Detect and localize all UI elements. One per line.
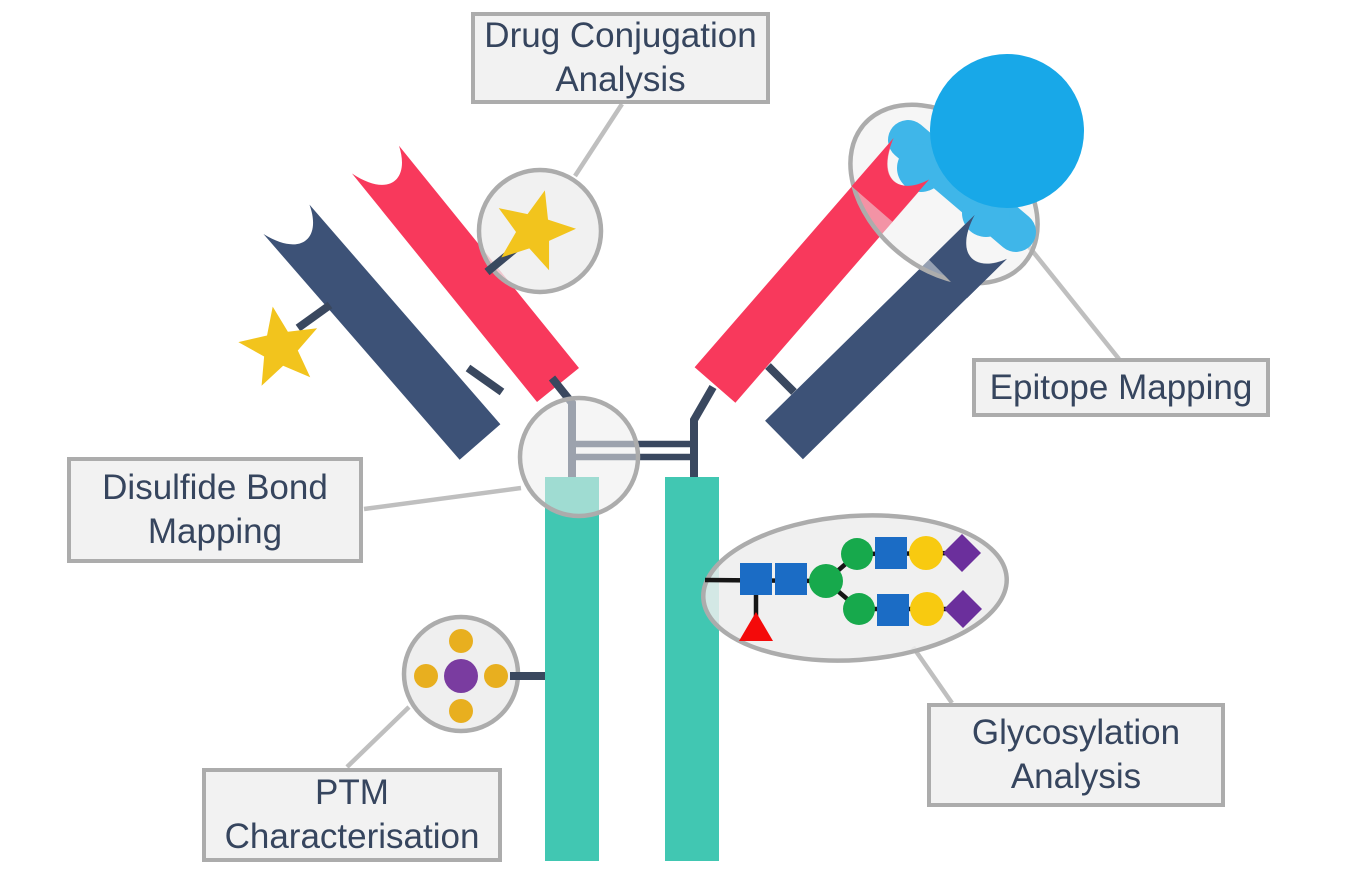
callout-label: Glycosylation Analysis xyxy=(971,713,1181,796)
antigen-foot-1 xyxy=(897,144,945,192)
ptm-site xyxy=(401,614,545,734)
callout-epitope-mapping: Epitope Mapping xyxy=(972,358,1270,417)
callout-label: Drug Conjugation Analysis xyxy=(484,16,757,99)
ptm-dot-right xyxy=(484,664,508,688)
antigen-icon xyxy=(930,54,1084,208)
fc-region xyxy=(545,477,719,861)
callout-label: Disulfide Bond Mapping xyxy=(102,468,328,551)
glcnac-square-1 xyxy=(740,563,772,595)
mannose-lower xyxy=(843,593,875,625)
mannose-upper xyxy=(841,538,873,570)
left-interchain-bond xyxy=(465,364,505,396)
callout-glycosylation-analysis: Glycosylation Analysis xyxy=(927,703,1225,807)
ptm-dot-bottom xyxy=(449,699,473,723)
fc-right-chain xyxy=(665,477,719,861)
left-fab-arm xyxy=(263,145,579,460)
ptm-core-dot xyxy=(444,659,478,693)
callout-disulfide-bond-mapping: Disulfide Bond Mapping xyxy=(67,457,363,563)
ptm-dot-cluster-icon xyxy=(414,629,508,723)
ptm-dot-left xyxy=(414,664,438,688)
left-light-chain xyxy=(263,204,501,460)
ptm-dot-top xyxy=(449,629,473,653)
callout-label: Epitope Mapping xyxy=(989,367,1253,407)
fucose-triangle xyxy=(739,612,773,641)
leader-drug-conjugation xyxy=(573,102,624,178)
galactose-lower xyxy=(910,592,944,626)
leader-ptm xyxy=(345,705,411,769)
drug-conjugation-site xyxy=(476,167,604,295)
glcnac-upper xyxy=(875,537,907,569)
galactose-upper xyxy=(909,536,943,570)
mannose-core xyxy=(809,564,843,598)
left-heavy-chain xyxy=(351,145,579,402)
disulfide-highlight-circle xyxy=(517,395,641,519)
left-star-linker xyxy=(295,301,333,332)
callout-ptm-characterisation: PTM Characterisation xyxy=(202,768,502,862)
callout-label: PTM Characterisation xyxy=(224,773,480,856)
sialic-acid-upper xyxy=(943,534,981,572)
callout-drug-conjugation-analysis: Drug Conjugation Analysis xyxy=(471,12,770,104)
leader-lines xyxy=(345,102,1121,769)
glcnac-square-2 xyxy=(775,563,807,595)
glycan-site xyxy=(701,513,1009,663)
free-star-icon xyxy=(233,299,326,389)
leader-disulfide xyxy=(363,485,522,512)
sialic-acid-lower xyxy=(944,590,982,628)
right-interchain-bond xyxy=(765,363,797,395)
glycan-tree-icon xyxy=(704,534,982,641)
fc-left-chain xyxy=(545,477,599,861)
leader-glycosylation xyxy=(911,645,954,705)
glcnac-lower xyxy=(877,594,909,626)
leader-epitope xyxy=(1020,236,1121,361)
epitope-binding-site xyxy=(848,54,1084,299)
right-hinge-line xyxy=(690,385,717,486)
